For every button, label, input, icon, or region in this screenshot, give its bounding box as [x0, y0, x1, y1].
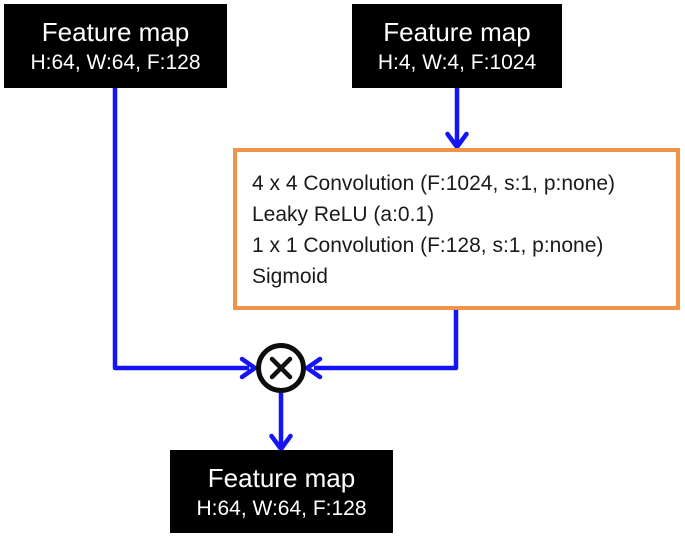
feature-map-dims: H:64, W:64, F:128 [30, 51, 201, 74]
arrow-left-input-to-multiply [112, 86, 259, 380]
feature-map-input-left: Feature map H:64, W:64, F:128 [4, 4, 227, 88]
multiply-node [256, 343, 306, 393]
feature-map-dims: H:4, W:4, F:1024 [377, 51, 537, 74]
feature-map-title: Feature map [41, 17, 190, 47]
conv-op-line: 4 x 4 Convolution (F:1024, s:1, p:none) [252, 172, 616, 195]
feature-map-dims: H:64, W:64, F:128 [196, 496, 367, 520]
conv-ops-box: 4 x 4 Convolution (F:1024, s:1, p:none) … [233, 148, 680, 310]
arrow-right-input-to-ops [445, 88, 469, 151]
conv-op-line: Sigmoid [252, 265, 328, 288]
multiply-icon [269, 356, 293, 380]
conv-op-line: Leaky ReLU (a:0.1) [252, 203, 435, 226]
feature-map-title: Feature map [383, 17, 531, 47]
arrow-multiply-to-output [269, 391, 293, 453]
conv-op-line: 1 x 1 Convolution (F:128, s:1, p:none) [252, 234, 604, 257]
arrow-ops-to-multiply [303, 310, 459, 380]
feature-map-title: Feature map [207, 462, 356, 493]
feature-map-output: Feature map H:64, W:64, F:128 [170, 450, 393, 533]
feature-map-input-right: Feature map H:4, W:4, F:1024 [352, 4, 562, 88]
